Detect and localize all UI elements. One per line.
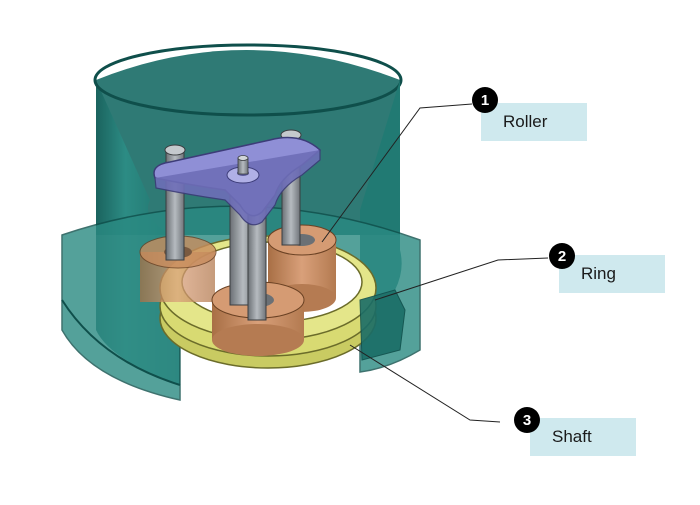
carrier-plate [153, 136, 322, 226]
callout-label-roller: Roller [481, 103, 587, 141]
housing-rim [93, 43, 403, 117]
callout-text-ring: Ring [581, 264, 616, 283]
callout-number-1: 1 [472, 87, 498, 113]
callout-label-shaft: Shaft [530, 418, 636, 456]
callout-number-3: 3 [514, 407, 540, 433]
leader-line-shaft [349, 344, 501, 423]
leader-line-ring [374, 257, 549, 301]
housing-cut-face [359, 289, 406, 361]
leader-line-roller [321, 103, 473, 243]
housing-flange-edge [61, 299, 181, 386]
callout-number-2: 2 [549, 243, 575, 269]
leader-lines [321, 103, 549, 423]
callout-text-roller: Roller [503, 112, 548, 131]
callout-label-ring: Ring [559, 255, 665, 293]
callout-text-shaft: Shaft [552, 427, 592, 446]
